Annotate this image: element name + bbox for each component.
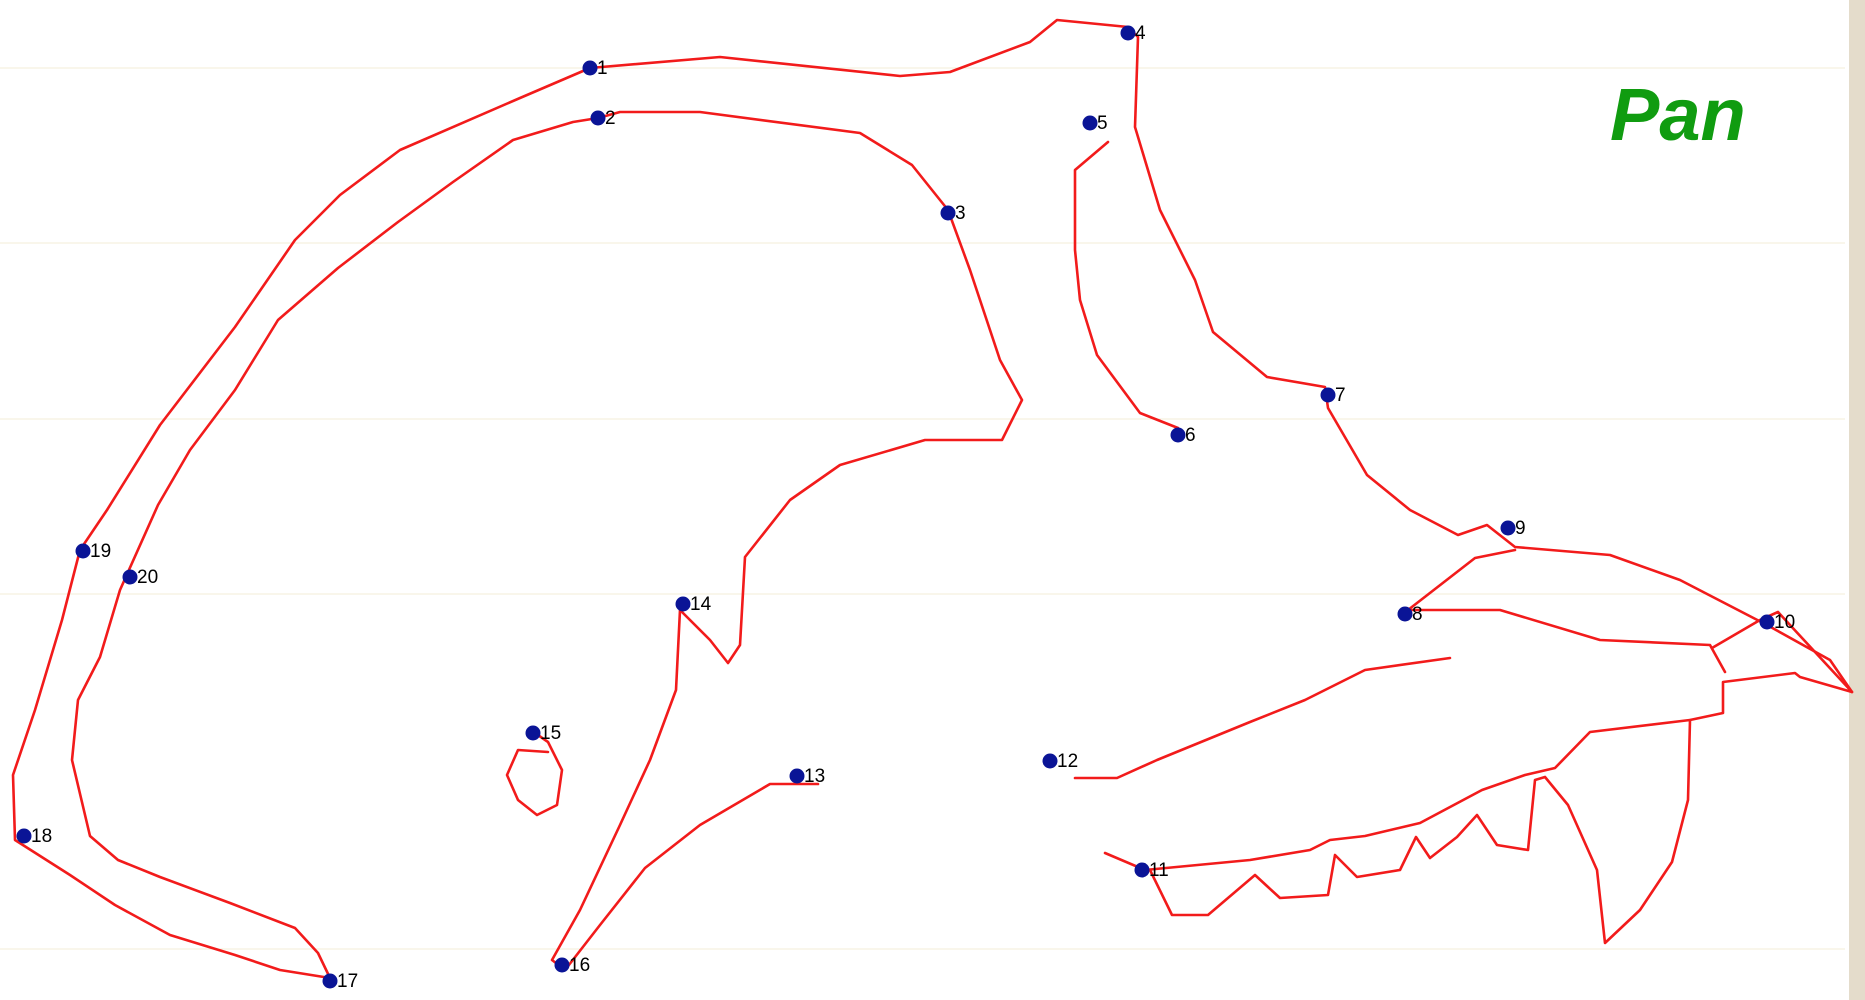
ear-outline [507, 733, 562, 815]
landmark-dot-7 [1321, 388, 1336, 403]
landmark-label-3: 3 [955, 203, 966, 224]
landmark-label-6: 6 [1185, 425, 1196, 446]
right-edge-strip [1849, 0, 1865, 1000]
landmark-dot-5 [1083, 116, 1098, 131]
landmark-1: 1 [583, 58, 608, 79]
landmark-label-12: 12 [1057, 751, 1078, 772]
landmark-dot-13 [790, 769, 805, 784]
inner-cranium-outline [552, 112, 1022, 970]
landmark-16: 16 [555, 955, 591, 976]
landmark-2: 2 [591, 108, 616, 129]
landmark-15: 15 [526, 723, 562, 744]
landmark-label-8: 8 [1412, 604, 1423, 625]
landmark-dot-19 [76, 544, 91, 559]
landmark-10: 10 [1760, 612, 1796, 633]
background-grid [0, 68, 1845, 949]
mandible-outline [1075, 658, 1450, 778]
outer-posterior-outline [13, 68, 598, 978]
landmark-dot-17 [323, 974, 338, 989]
landmark-19: 19 [76, 541, 112, 562]
landmark-dot-14 [676, 597, 691, 612]
landmark-dot-15 [526, 726, 541, 741]
landmark-dot-16 [555, 958, 570, 973]
landmark-label-19: 19 [90, 541, 111, 562]
landmark-label-4: 4 [1135, 23, 1146, 44]
landmark-label-5: 5 [1097, 113, 1108, 134]
landmark-label-14: 14 [690, 594, 712, 615]
landmark-dot-8 [1398, 607, 1413, 622]
landmark-label-1: 1 [597, 58, 608, 79]
landmark-dot-18 [17, 829, 32, 844]
teeth-outline [1150, 720, 1690, 943]
maxilla-outline [1408, 550, 1515, 610]
landmark-dot-10 [1760, 615, 1775, 630]
landmark-dot-2 [591, 111, 606, 126]
landmark-label-7: 7 [1335, 385, 1346, 406]
landmark-label-13: 13 [804, 766, 825, 787]
landmark-dot-12 [1043, 754, 1058, 769]
snout-tip-outline [1105, 612, 1852, 870]
landmark-6: 6 [1171, 425, 1196, 446]
landmark-dot-4 [1121, 26, 1136, 41]
landmark-20: 20 [123, 567, 159, 588]
landmark-label-17: 17 [337, 971, 358, 992]
landmark-dot-20 [123, 570, 138, 585]
palate-outline [1408, 610, 1725, 672]
landmark-dot-3 [941, 206, 956, 221]
landmark-label-11: 11 [1149, 860, 1169, 881]
landmark-dot-11 [1135, 863, 1150, 878]
landmark-label-9: 9 [1515, 518, 1526, 539]
landmark-9: 9 [1501, 518, 1526, 539]
landmark-label-2: 2 [605, 108, 616, 129]
landmark-label-20: 20 [137, 567, 158, 588]
landmark-17: 17 [323, 971, 359, 992]
landmark-label-10: 10 [1774, 612, 1795, 633]
landmark-label-18: 18 [31, 826, 52, 847]
landmark-label-16: 16 [569, 955, 590, 976]
orbit-outline [1075, 142, 1178, 428]
landmark-dot-1 [583, 61, 598, 76]
landmark-dot-9 [1501, 521, 1516, 536]
landmark-11: 11 [1135, 860, 1169, 881]
skull-outlines [13, 20, 1852, 978]
landmark-dot-6 [1171, 428, 1186, 443]
landmark-label-15: 15 [540, 723, 561, 744]
landmark-5: 5 [1083, 113, 1108, 134]
genus-label: Pan [1610, 78, 1746, 152]
landmark-12: 12 [1043, 751, 1079, 772]
